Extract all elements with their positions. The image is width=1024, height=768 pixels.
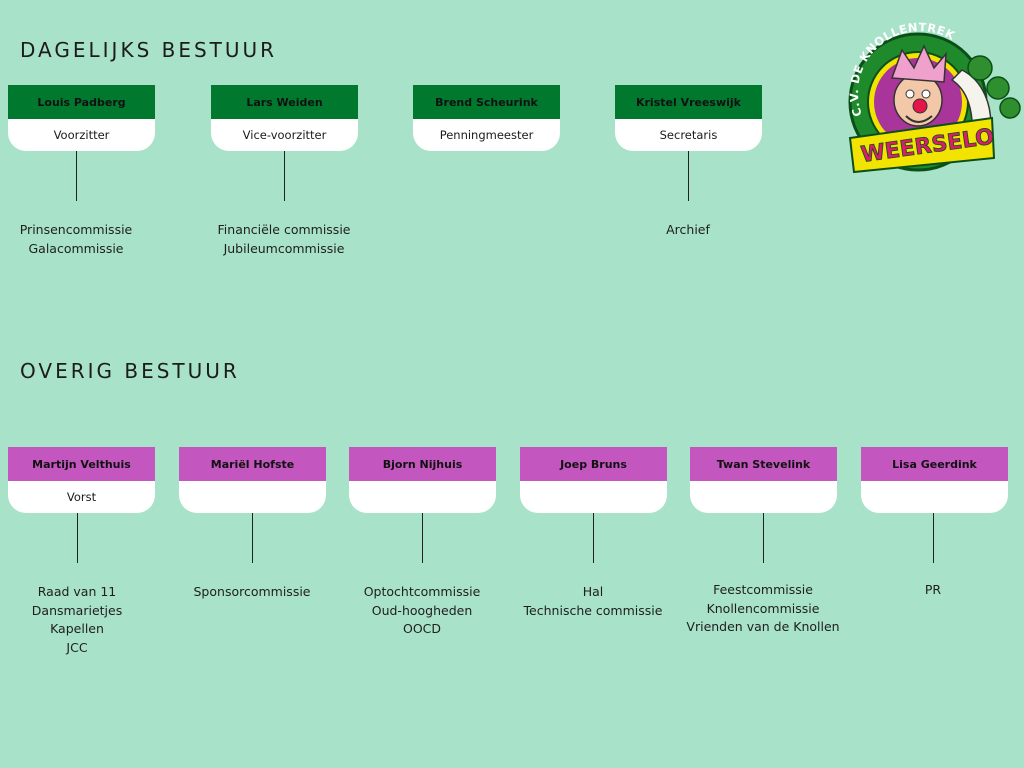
committee-list: Optochtcommissie Oud-hoogheden OOCD — [332, 583, 512, 639]
section-title-dagelijks-bestuur: DAGELIJKS BESTUUR — [20, 38, 278, 62]
member-name: Bjorn Nijhuis — [349, 447, 496, 481]
connector-line — [76, 151, 77, 201]
committee-list: PR — [843, 581, 1023, 600]
committee-item: Technische commissie — [523, 602, 663, 618]
member-role: Secretaris — [659, 128, 718, 142]
member-card-lisa-geerdink: Lisa Geerdink — [861, 447, 1008, 513]
member-card-kristel-vreeswijk: Kristel Vreeswijk Secretaris — [615, 85, 762, 151]
member-name: Lisa Geerdink — [861, 447, 1008, 481]
member-card-brend-scheurink: Brend Scheurink Penningmeester — [413, 85, 560, 151]
member-name: Martijn Velthuis — [8, 447, 155, 481]
member-name: Joep Bruns — [520, 447, 667, 481]
committee-item: Knollencommissie — [706, 600, 820, 616]
committee-item: JCC — [66, 639, 88, 655]
committee-item: Oud-hoogheden — [371, 602, 473, 618]
committee-list: Sponsorcommissie — [162, 583, 342, 602]
committee-item: PR — [924, 582, 942, 597]
connector-line — [422, 513, 423, 563]
member-role: Voorzitter — [53, 128, 110, 142]
member-name: Brend Scheurink — [413, 85, 560, 119]
connector-line — [284, 151, 285, 201]
committee-item: Hal — [582, 584, 604, 599]
member-name: Mariël Hofste — [179, 447, 326, 481]
committee-list: Archief — [598, 221, 778, 240]
member-name: Twan Stevelink — [690, 447, 837, 481]
member-card-lars-weiden: Lars Weiden Vice-voorzitter — [211, 85, 358, 151]
member-card-twan-stevelink: Twan Stevelink — [690, 447, 837, 513]
connector-line — [593, 513, 594, 563]
connector-line — [252, 513, 253, 563]
committee-item: Raad van 11 — [37, 584, 117, 599]
member-card-joep-bruns: Joep Bruns — [520, 447, 667, 513]
section-title-overig-bestuur: OVERIG BESTUUR — [20, 359, 240, 383]
member-card-mariel-hofste: Mariël Hofste — [179, 447, 326, 513]
member-name: Louis Padberg — [8, 85, 155, 119]
committee-item: Vrienden van de Knollen — [686, 619, 840, 634]
member-role: Vice-voorzitter — [242, 128, 327, 142]
committee-item: Galacommissie — [28, 240, 124, 256]
committee-item: Financiële commissie — [217, 222, 351, 237]
member-card-martijn-velthuis: Martijn Velthuis Vorst — [8, 447, 155, 513]
member-card-louis-padberg: Louis Padberg Voorzitter — [8, 85, 155, 151]
committee-item: Kapellen — [50, 621, 104, 636]
committee-list: Prinsencommissie Galacommissie — [0, 221, 166, 258]
committee-item: Feestcommissie — [713, 582, 813, 597]
member-role: Penningmeester — [439, 128, 534, 142]
committee-item: Optochtcommissie — [363, 584, 481, 599]
member-name: Kristel Vreeswijk — [615, 85, 762, 119]
member-card-bjorn-nijhuis: Bjorn Nijhuis — [349, 447, 496, 513]
committee-item: Archief — [666, 222, 710, 237]
committee-list: Financiële commissie Jubileumcommissie — [194, 221, 374, 258]
member-role — [690, 481, 837, 513]
member-role — [179, 481, 326, 513]
connector-line — [77, 513, 78, 563]
member-role — [861, 481, 1008, 513]
member-role: Vorst — [66, 490, 97, 504]
member-role — [520, 481, 667, 513]
committee-list: Raad van 11 Dansmarietjes Kapellen JCC — [0, 583, 167, 657]
member-name: Lars Weiden — [211, 85, 358, 119]
committee-item: OOCD — [402, 621, 442, 636]
committee-item: Sponsorcommissie — [193, 584, 311, 599]
committee-list: Feestcommissie Knollencommissie Vrienden… — [673, 581, 853, 637]
committee-list: Hal Technische commissie — [503, 583, 683, 620]
committee-item: Jubileumcommissie — [223, 240, 345, 256]
connector-line — [933, 513, 934, 563]
committee-item: Prinsencommissie — [19, 222, 133, 237]
connector-line — [688, 151, 689, 201]
member-role — [349, 481, 496, 513]
connector-line — [763, 513, 764, 563]
committee-item: Dansmarietjes — [31, 602, 123, 618]
knollentrekkers-logo: C.V. DE KNOLLENTREKKERS WEERSELO — [832, 10, 1021, 174]
